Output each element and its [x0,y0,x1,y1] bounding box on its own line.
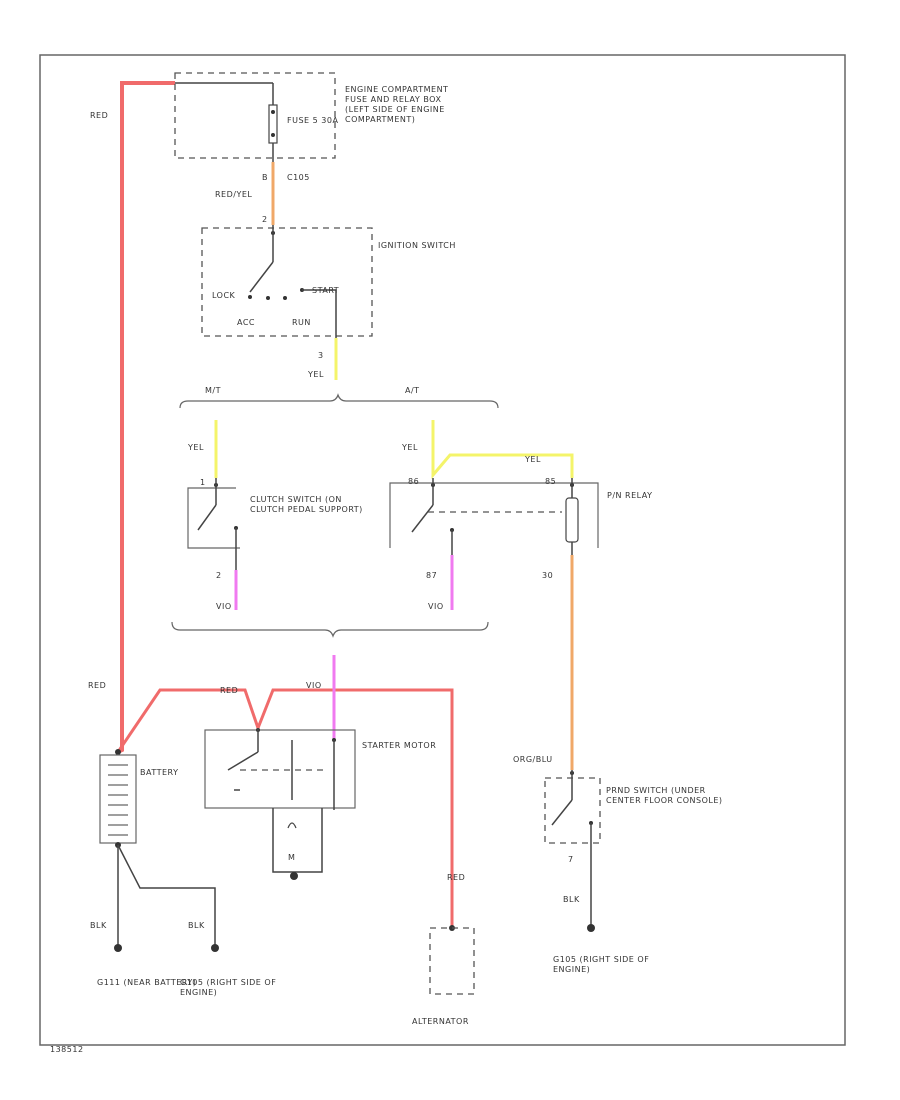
pnp-switch-blade [551,799,573,826]
wire-label-yel: YEL [307,370,324,379]
m-symbol: M [288,853,295,862]
ground-g111 [114,944,122,952]
wire-label-vio: VIO [216,602,232,611]
alternator-label: ALTERNATOR [412,1017,469,1026]
wire-label-vio: VIO [428,602,444,611]
ign-contact-acc [266,296,270,300]
pin-label: 2 [262,215,268,224]
starter-motor-box [272,808,323,873]
figure-id: 138512 [50,1045,84,1054]
wire-label-red: RED [88,681,106,690]
clutch-switch-blade [197,504,217,531]
battery-body [99,754,137,844]
clutch-switch-outline [187,487,240,549]
ground-g105 [211,944,219,952]
ign-acc-label: ACC [237,318,255,327]
fuse-terminal [271,133,275,137]
wire-red-main [117,81,175,754]
relay-coil [565,497,579,543]
pin-label: 85 [545,477,556,486]
brace-bottom [171,621,489,638]
wire-label-blk: BLK [188,921,205,930]
wire-label-org-blu: ORG/BLU [513,755,553,764]
starter-switch-blade [227,751,259,771]
ign-start-bridge [302,289,337,338]
wire-label-red: RED [447,873,465,882]
battery-terminal-pos [115,749,121,755]
ignition-switch-outline [201,227,373,337]
pin-label: 3 [318,351,324,360]
battery-label: BATTERY [140,768,178,777]
wire-label-red-yel: RED/YEL [215,190,252,199]
ign-switch-blade [249,261,274,293]
starter-motor-label: STARTER MOTOR [362,741,436,750]
at-label: A/T [405,386,420,395]
pn-relay-label: P/N RELAY [607,491,653,500]
pin-label: 1 [200,478,206,487]
battery-cells [108,764,128,836]
pin-label: 87 [426,571,437,580]
wire-blk-g105 [117,844,216,945]
ignition-switch-label: IGNITION SWITCH [378,241,456,250]
wire-label-red: RED [90,111,108,120]
pn-relay-outline [389,482,599,548]
g111-label: G111 (NEAR BATTERY) [97,978,196,987]
wire-red-starter [116,688,454,928]
starter-motor-coil [287,822,297,829]
fuse-label: FUSE 5 30A [287,116,338,125]
ign-start-label: START [312,286,339,295]
starter-ground [290,872,298,880]
pin-label: B [262,173,268,182]
fuse-terminal [271,110,275,114]
ign-contact-run [283,296,287,300]
ground-g105-pnp [587,924,595,932]
pin-label: 7 [568,855,574,864]
brace-top [179,393,499,409]
wire-label-blk: BLK [563,895,580,904]
pin-label: 30 [542,571,553,580]
alternator-outline [429,927,475,995]
starter-motor-outline [204,729,356,809]
wire-label-vio: VIO [306,681,322,690]
wire-label-yel: YEL [187,443,204,452]
diagram-frame [39,54,846,1046]
pin-label: 86 [408,477,419,486]
relay-switch-blade [411,504,434,533]
ign-lock-label: LOCK [212,291,236,300]
wire-label-yel: YEL [401,443,418,452]
ign-run-label: RUN [292,318,311,327]
fuse-box-outline [174,72,336,159]
fuse-connector-label: C105 [287,173,310,182]
wire-label-yel: YEL [524,455,541,464]
wire-yel-at [431,420,574,480]
ign-contact-lock [248,295,252,299]
wire-label-blk: BLK [90,921,107,930]
mt-label: M/T [205,386,221,395]
pin-label: 2 [216,571,222,580]
wire-label-red: RED [220,686,238,695]
